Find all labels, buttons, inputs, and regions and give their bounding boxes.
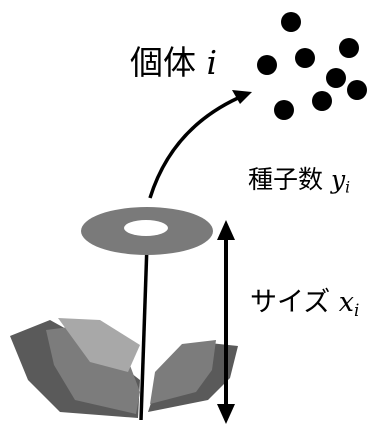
size-label-text: サイズ bbox=[250, 287, 331, 318]
seed-cluster bbox=[257, 12, 367, 120]
seed-count-label-var: yi bbox=[330, 165, 351, 197]
seed bbox=[312, 91, 332, 111]
seed bbox=[295, 48, 315, 68]
size-label: サイズ xi bbox=[250, 289, 359, 319]
size-arrow bbox=[217, 220, 235, 424]
seed-count-label: 種子数 yi bbox=[248, 167, 350, 196]
flower bbox=[81, 207, 213, 255]
size-label-var: xi bbox=[338, 287, 360, 321]
seed bbox=[274, 100, 294, 120]
seed bbox=[281, 12, 301, 32]
seed bbox=[347, 80, 367, 100]
seed bbox=[339, 38, 359, 58]
seed bbox=[257, 55, 277, 75]
seed-production-arrow bbox=[148, 90, 252, 199]
leaf bbox=[150, 340, 216, 404]
individual-label-text: 個体 bbox=[130, 43, 196, 82]
seed-count-label-text: 種子数 bbox=[248, 165, 324, 194]
plant-leaves bbox=[10, 318, 238, 418]
individual-label-var: i bbox=[206, 43, 218, 82]
seed bbox=[326, 68, 346, 88]
individual-label: 個体 i bbox=[130, 46, 217, 79]
stem bbox=[139, 243, 149, 421]
leaf bbox=[58, 318, 140, 372]
